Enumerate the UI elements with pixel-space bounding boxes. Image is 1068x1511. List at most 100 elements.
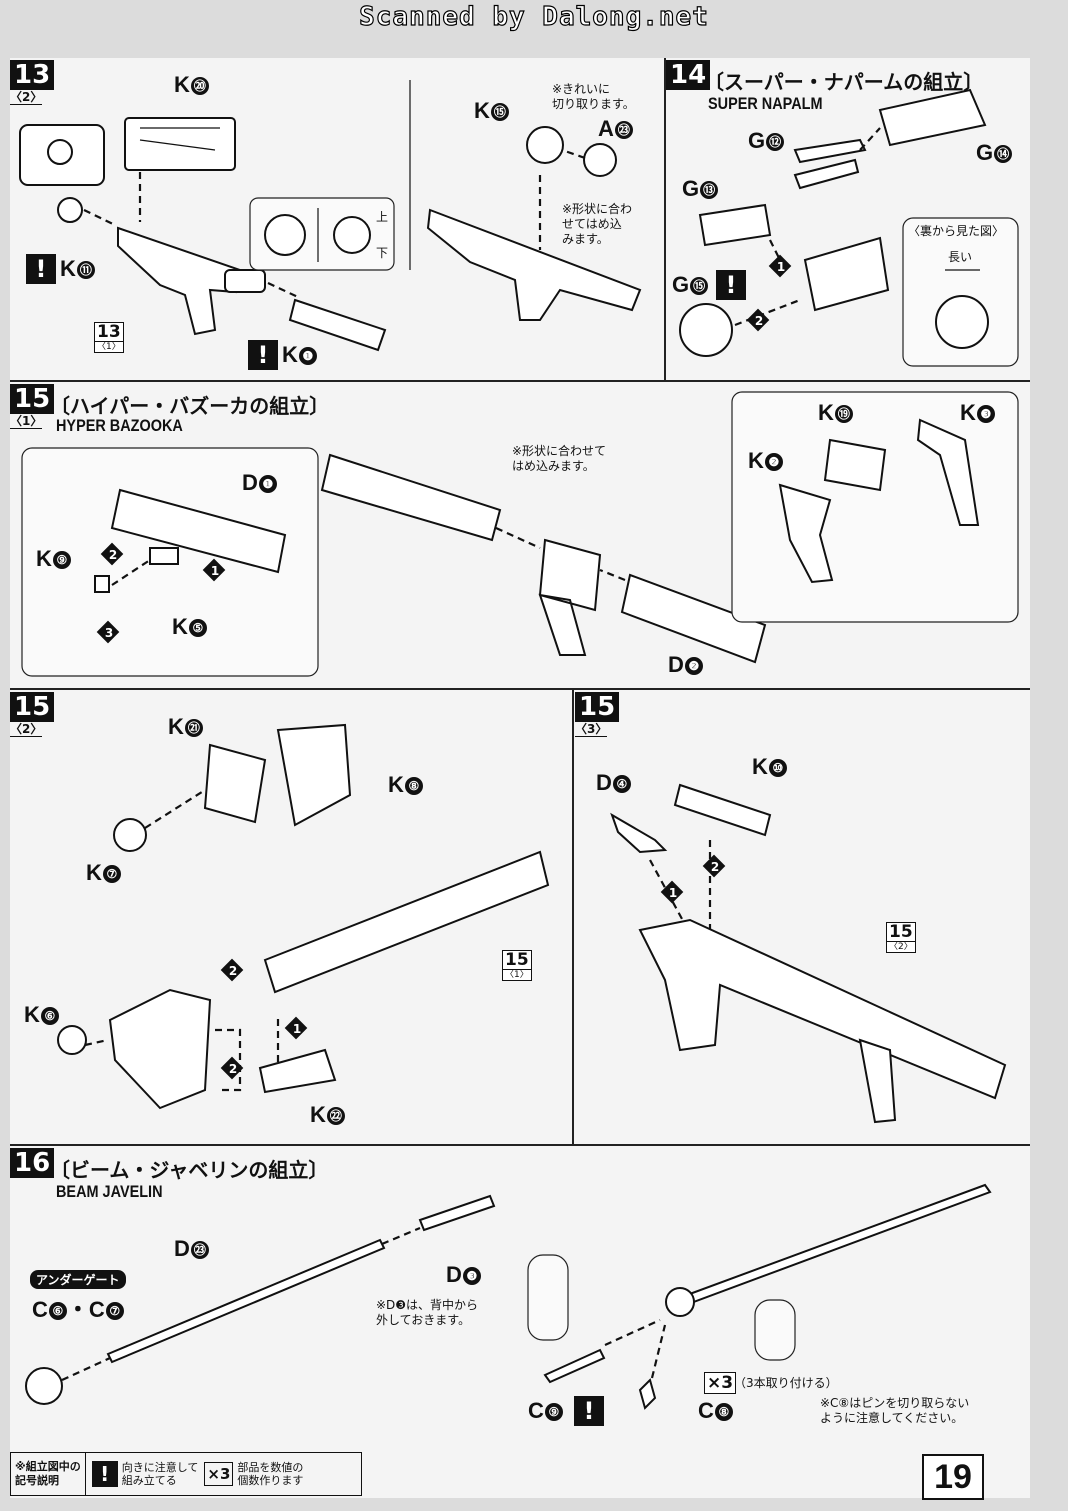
step-15-2: 15 〈2〉	[10, 692, 55, 737]
part-d4	[610, 812, 668, 854]
rifle-assembled	[426, 208, 642, 321]
back-view-inset	[902, 217, 1019, 367]
rifle-body	[117, 226, 242, 336]
warning-icon: !	[91, 1461, 118, 1487]
note-fit-shape: ※形状に合わ せてはめ込 みます。	[562, 202, 633, 246]
legend-x3-text: 部品を数値の 個数作ります	[237, 1461, 304, 1487]
step-number: 16	[10, 1148, 55, 1178]
step-number: 15	[575, 692, 620, 722]
bazooka-complete	[638, 918, 1007, 1100]
order-mark-1: 1	[660, 880, 684, 904]
step-substep: 〈1〉	[10, 414, 43, 429]
order-mark-2: 2	[746, 308, 770, 332]
step-number: 15	[10, 384, 55, 414]
part-d3	[418, 1194, 496, 1232]
part-k2	[778, 483, 834, 584]
note-three-pieces: （3本取り付ける）	[734, 1376, 838, 1390]
bazooka-assembled	[263, 850, 550, 994]
part-k10	[673, 783, 772, 837]
part-c9	[543, 1348, 606, 1384]
order-mark-3: 3	[96, 620, 120, 644]
step-title-jp: 〔ハイパー・バズーカの組立〕	[50, 394, 330, 418]
part-d2	[620, 573, 767, 664]
scan-watermark: Scanned by Dalong.net	[359, 1, 709, 32]
step-ref-15-1: 15〈1〉	[502, 950, 532, 981]
page-number: 19	[922, 1454, 984, 1500]
order-mark-1: 1	[202, 558, 226, 582]
step-15-1: 15 〈1〉	[10, 384, 55, 429]
step-substep: 〈3〉	[575, 722, 608, 737]
part-d23	[106, 1238, 386, 1364]
part-k15	[526, 126, 564, 164]
step-title-en: SUPER NAPALM	[708, 94, 823, 113]
magazine-block	[108, 988, 212, 1110]
part-g14	[878, 88, 987, 147]
note-cut-clean: ※きれいに 切り取ります。	[552, 82, 635, 111]
step-title-en: HYPER BAZOOKA	[56, 416, 183, 435]
part-k19	[823, 438, 887, 492]
inset-title: 〈裏から見た図〉	[908, 224, 1005, 238]
step-number: 15	[10, 692, 55, 722]
step-15-3: 15 〈3〉	[575, 692, 620, 737]
step-number: 13	[10, 60, 55, 90]
inset-long: 長い	[948, 250, 973, 264]
part-g12	[793, 138, 867, 164]
warning-icon: !	[26, 254, 56, 284]
step-16: 16	[10, 1148, 55, 1178]
note-c8-pin: ※C⑧はピンを切り取らない ように注意してください。	[820, 1396, 970, 1425]
order-mark-1: 1	[768, 254, 792, 278]
part-k1	[288, 298, 387, 352]
part-g15	[679, 303, 733, 357]
part-g13	[698, 203, 772, 247]
order-mark-2: 2	[100, 542, 124, 566]
part-k11	[57, 197, 83, 223]
quantity-x3-icon: ×3	[704, 1372, 737, 1394]
symbol-legend: ※組立図中の 記号説明 ! 向きに注意して 組み立てる ×3 部品を数値の 個数…	[10, 1452, 362, 1496]
step-14: 14	[666, 60, 711, 90]
part-k21	[203, 743, 267, 824]
step-ref-15-2: 15〈2〉	[886, 922, 916, 953]
under-gate-badge: アンダーゲート	[30, 1270, 126, 1289]
step-title-jp: 〔スーパー・ナパームの組立〕	[704, 70, 984, 94]
step-substep: 〈2〉	[10, 722, 43, 737]
part-k8	[276, 723, 352, 827]
legend-warn-text: 向きに注意して 組み立てる	[121, 1461, 199, 1487]
quantity-x3-icon: ×3	[204, 1462, 234, 1486]
divider	[572, 688, 574, 1144]
step-ref-13-1: 13〈1〉	[94, 322, 124, 353]
part-k7	[113, 818, 147, 852]
step-title-en: BEAM JAVELIN	[56, 1182, 163, 1201]
part-c6-c7	[25, 1367, 63, 1405]
part-k6	[57, 1025, 87, 1055]
napalm-pod	[803, 236, 890, 312]
warning-icon: !	[248, 340, 278, 370]
javelin-shaft	[666, 1183, 992, 1312]
divider	[10, 1144, 1030, 1146]
step-number: 14	[666, 60, 711, 90]
part-k20	[124, 117, 236, 171]
part-k22	[258, 1048, 337, 1094]
bazooka-grip	[538, 538, 602, 656]
divider	[664, 58, 666, 380]
label-up: 上	[376, 210, 389, 224]
